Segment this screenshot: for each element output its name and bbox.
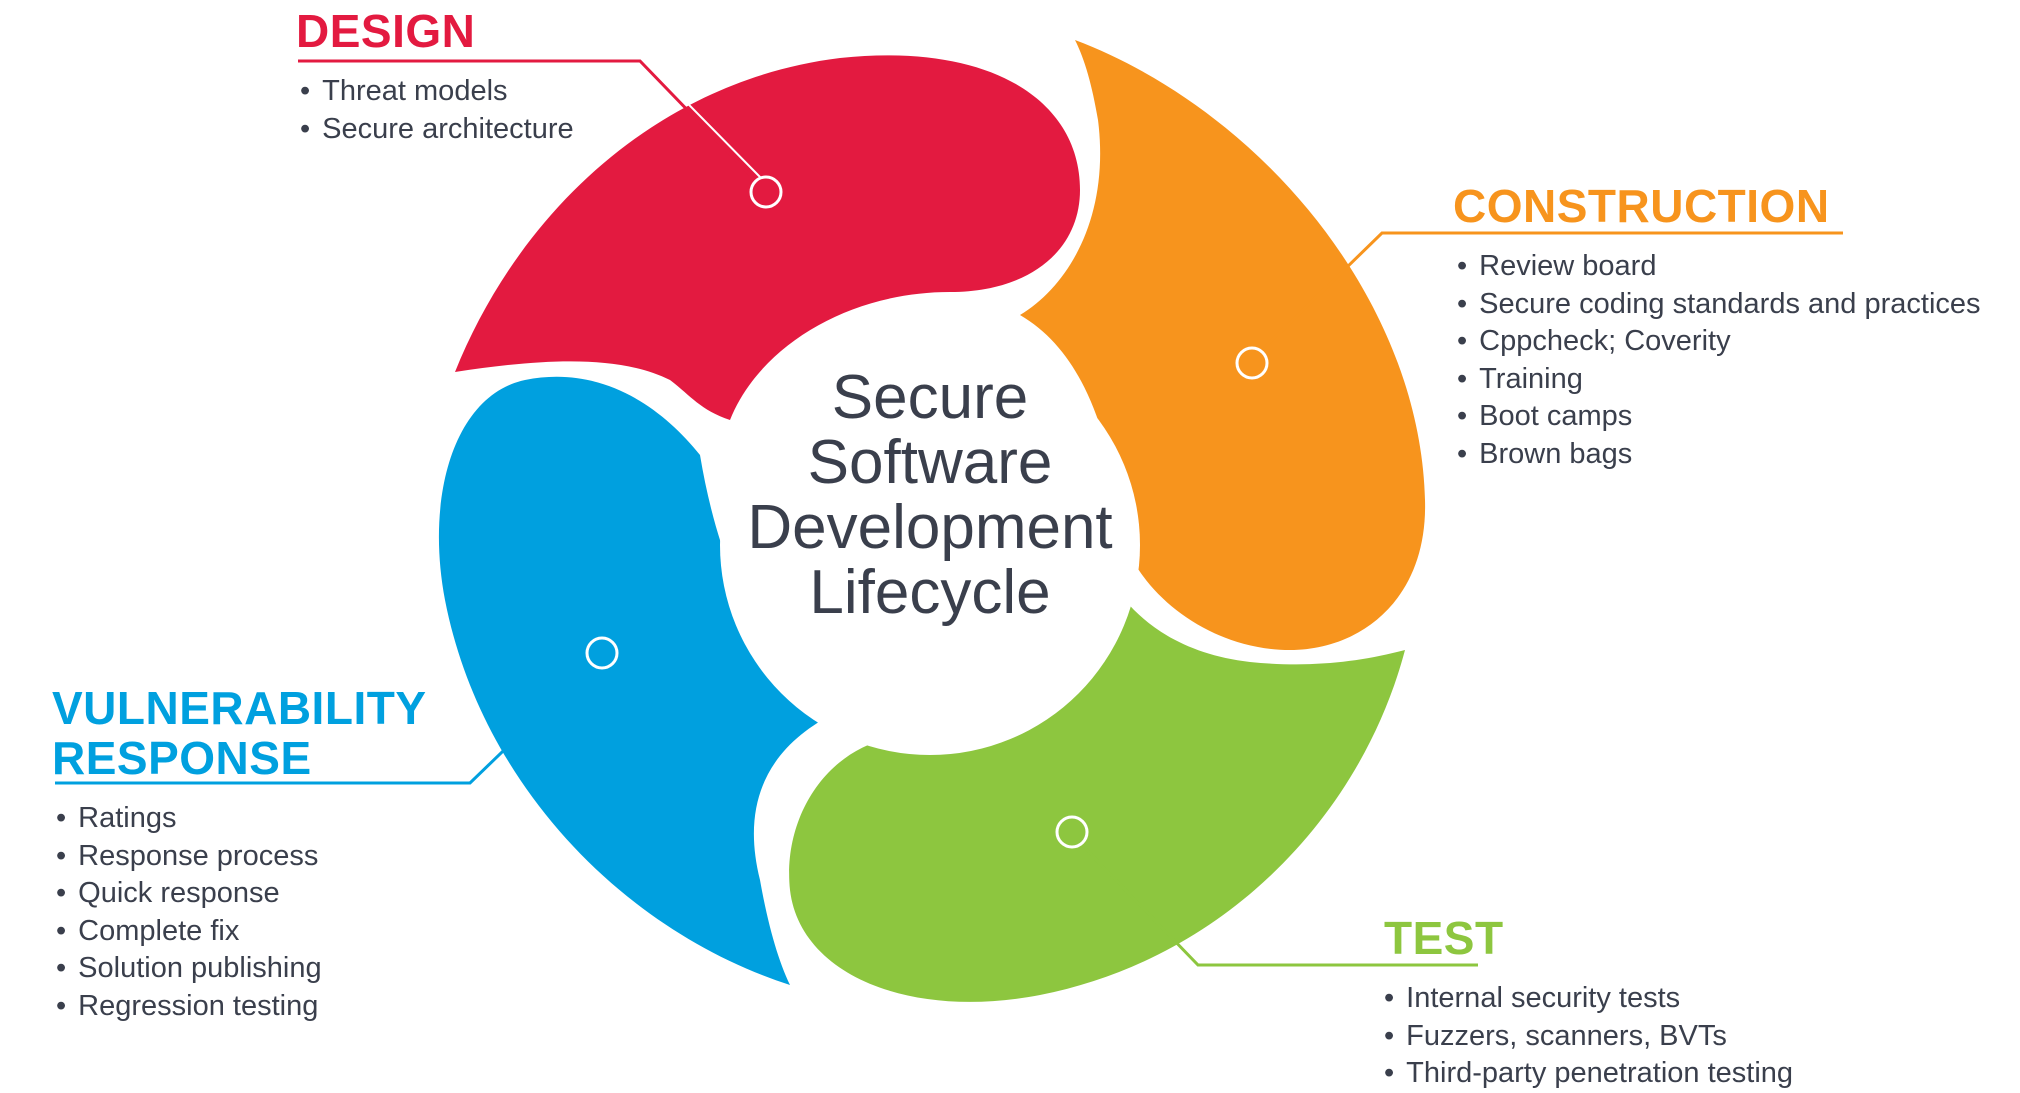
list-item: Response process: [56, 838, 427, 876]
list-item: Secure architecture: [300, 111, 573, 149]
construction-list: Review board Secure coding standards and…: [1457, 248, 1981, 474]
center-title-line: Development: [747, 493, 1113, 562]
center-title-line: Software: [807, 428, 1053, 497]
test-title: TEST: [1384, 912, 1504, 964]
center-title-line: Lifecycle: [809, 558, 1051, 627]
vulnerability-response-connector: [55, 636, 619, 785]
design-title: DESIGN: [296, 5, 476, 57]
test-connector: [1055, 815, 1478, 967]
construction-title: CONSTRUCTION: [1453, 180, 1830, 232]
list-item: Complete fix: [56, 913, 427, 951]
list-item: Fuzzers, scanners, BVTs: [1384, 1018, 1793, 1056]
list-item: Quick response: [56, 875, 427, 913]
vulnerability-response-segment: [438, 376, 837, 985]
list-item: Internal security tests: [1384, 980, 1793, 1018]
list-item: Brown bags: [1457, 436, 1981, 474]
vulnerability-response-list: Ratings Response process Quick response …: [56, 800, 427, 1025]
test-phase: TEST Internal security tests Fuzzers, sc…: [1384, 915, 1793, 1093]
list-item: Review board: [1457, 248, 1981, 286]
test-segment: [789, 600, 1405, 1002]
list-item: Training: [1457, 361, 1981, 399]
design-connector: [298, 54, 783, 209]
list-item: Threat models: [300, 73, 574, 111]
list-item: Ratings: [56, 800, 427, 838]
list-item: Third-party penetration testing: [1384, 1055, 1793, 1093]
vulnerability-response-phase: VULNERABILITY RESPONSE Ratings Response …: [52, 685, 427, 1025]
list-item: Regression testing: [56, 988, 427, 1026]
center-circle: [720, 335, 1140, 755]
construction-phase: CONSTRUCTION Review board Secure coding …: [1453, 183, 1981, 473]
center-title: Secure Software Development Lifecycle: [710, 365, 1150, 625]
test-list: Internal security tests Fuzzers, scanner…: [1384, 980, 1793, 1093]
design-list: Threat models Secure architecture: [300, 73, 574, 149]
vulnerability-response-title-line: RESPONSE: [52, 732, 312, 784]
list-item: Secure coding standards and practices: [1457, 286, 1980, 324]
center-title-line: Secure: [831, 363, 1029, 432]
list-item: Boot camps: [1457, 398, 1981, 436]
list-item: Cppcheck; Coverity: [1457, 323, 1981, 361]
construction-connector: [1235, 231, 1843, 380]
vulnerability-response-title-line: VULNERABILITY: [52, 682, 427, 734]
design-segment: [455, 55, 1080, 421]
design-phase: DESIGN Threat models Secure architecture: [296, 8, 574, 148]
vulnerability-response-title: VULNERABILITY RESPONSE: [52, 685, 427, 781]
list-item: Solution publishing: [56, 950, 427, 988]
